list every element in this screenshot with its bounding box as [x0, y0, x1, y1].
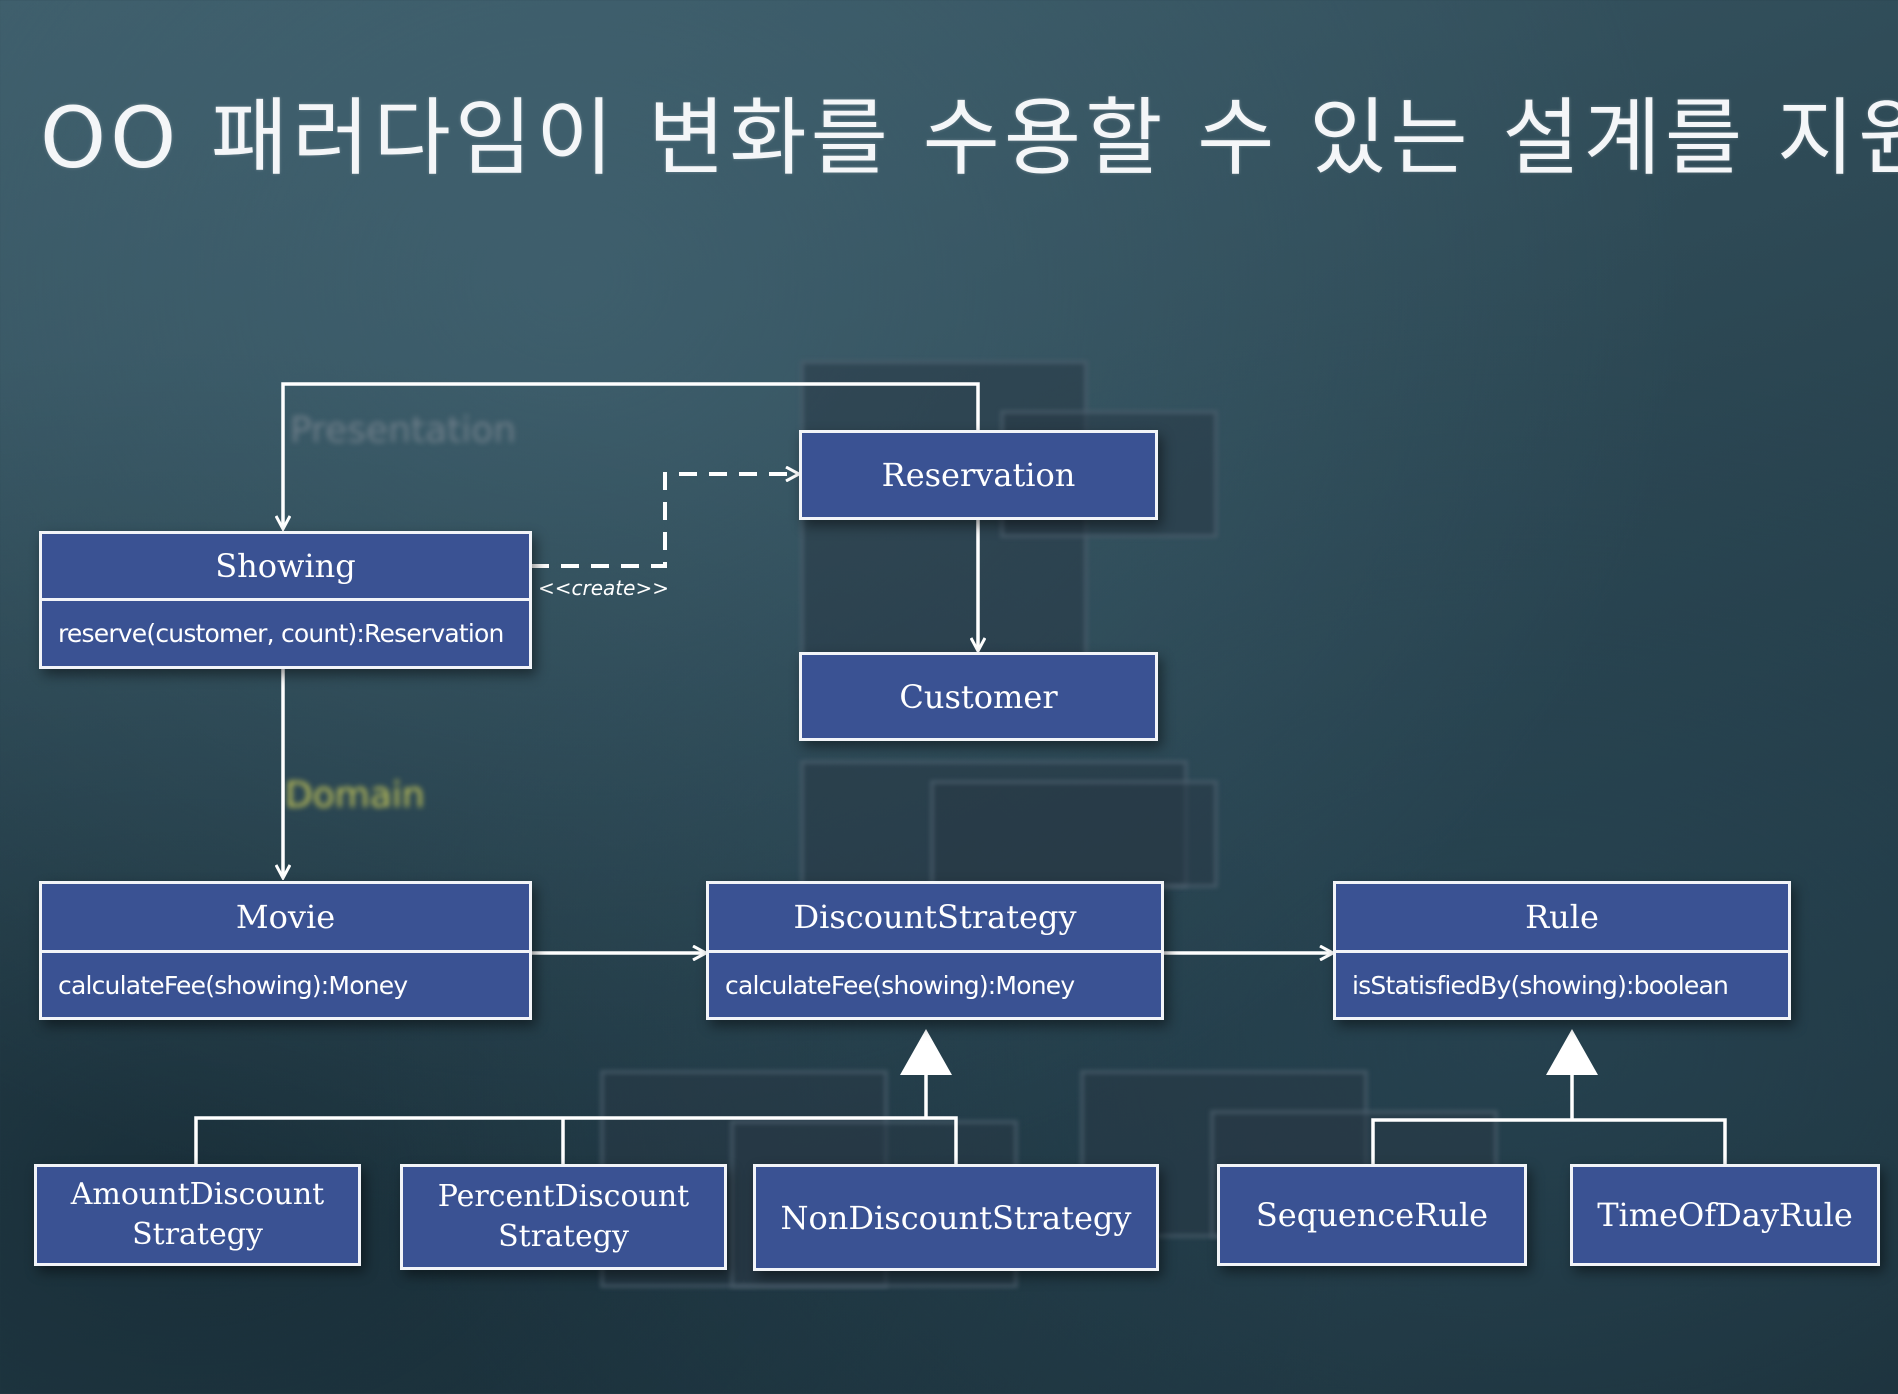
class-name-line: PercentDiscount: [437, 1179, 690, 1214]
class-name-line: AmountDiscount: [70, 1177, 325, 1212]
compartment-divider: [42, 950, 529, 953]
class-method: reserve(customer, count):Reservation: [58, 619, 504, 648]
class-name: PercentDiscount Strategy: [403, 1167, 724, 1267]
reservation-showing-association: [283, 382, 980, 528]
presentation-layer-label: Presentation: [290, 410, 517, 451]
create-stereotype-label: <<create>>: [538, 576, 669, 600]
slide-title: OO 패러다임이 변화를 수용할 수 있는 설계를 지원: [40, 89, 1898, 187]
class-method: calculateFee(showing):Money: [725, 970, 1075, 1000]
class-name-line: Strategy: [132, 1217, 263, 1252]
showing-reservation-create-dependency: [531, 474, 798, 568]
rule-generalization-lines: [1371, 1075, 1727, 1166]
class-customer: Customer: [799, 652, 1158, 741]
class-movie: Movie calculateFee(showing):Money: [39, 881, 532, 1020]
class-reservation: Reservation: [799, 430, 1158, 520]
compartment-divider: [709, 950, 1161, 953]
class-sequence-rule: SequenceRule: [1217, 1164, 1527, 1266]
class-name: SequenceRule: [1255, 1196, 1489, 1234]
class-method: calculateFee(showing):Money: [58, 970, 408, 1000]
discountstrategy-generalization-lines: [194, 1075, 958, 1166]
rule-generalization-triangle: [1546, 1029, 1598, 1075]
class-name: DiscountStrategy: [793, 898, 1077, 936]
class-name: Showing: [215, 547, 356, 585]
class-showing: Showing reserve(customer, count):Reserva…: [39, 531, 532, 669]
class-non-discount-strategy: NonDiscountStrategy: [753, 1164, 1159, 1271]
class-name: Rule: [1525, 898, 1599, 936]
class-name: AmountDiscount Strategy: [37, 1167, 358, 1263]
class-method: isStatisfiedBy(showing):boolean: [1352, 970, 1729, 1000]
class-discount-strategy: DiscountStrategy calculateFee(showing):M…: [706, 881, 1164, 1020]
class-time-of-day-rule: TimeOfDayRule: [1570, 1164, 1880, 1266]
class-name: TimeOfDayRule: [1597, 1196, 1853, 1234]
class-rule: Rule isStatisfiedBy(showing):boolean: [1333, 881, 1791, 1020]
class-amount-discount-strategy: AmountDiscount Strategy: [34, 1164, 361, 1266]
background-box: [930, 780, 1218, 888]
class-name: Customer: [899, 677, 1058, 716]
class-percent-discount-strategy: PercentDiscount Strategy: [400, 1164, 727, 1270]
class-name: NonDiscountStrategy: [780, 1198, 1132, 1237]
class-name-line: Strategy: [498, 1219, 629, 1254]
class-name: Reservation: [881, 456, 1076, 494]
discountstrategy-generalization-triangle: [900, 1029, 952, 1075]
compartment-divider: [1336, 950, 1788, 953]
domain-layer-label: Domain: [285, 775, 425, 816]
class-name: Movie: [235, 898, 336, 936]
compartment-divider: [42, 598, 529, 601]
